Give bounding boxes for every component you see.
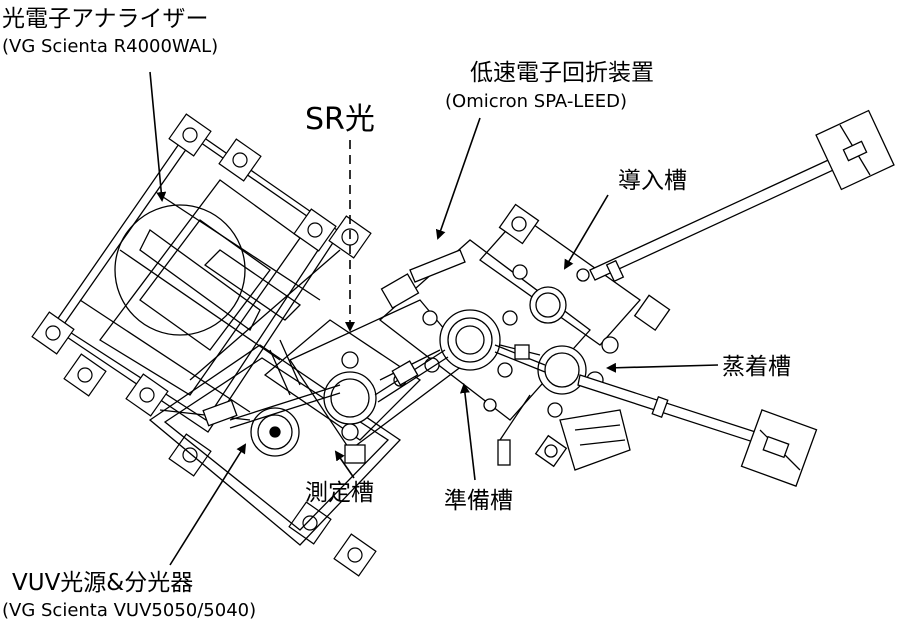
beam-line bbox=[229, 344, 546, 429]
evaporation-arrow bbox=[606, 362, 719, 373]
loadlock-arrow bbox=[563, 194, 609, 270]
leed-arrow bbox=[435, 117, 481, 240]
transfer-rod-lower bbox=[577, 374, 818, 487]
vuv-arrow bbox=[169, 443, 247, 566]
loadlock-label: 導入槽 bbox=[618, 168, 687, 194]
transfer-rod-upper bbox=[589, 109, 895, 283]
loadlock-chamber-drawing bbox=[479, 203, 671, 354]
sr-label: SR光 bbox=[305, 102, 375, 137]
preparation-arrow bbox=[459, 383, 476, 481]
analyzer-model-label: (VG Scienta R4000WAL) bbox=[2, 36, 219, 57]
measurement-label: 測定槽 bbox=[305, 480, 374, 506]
vuv-model-label: (VG Scienta VUV5050/5040) bbox=[2, 600, 257, 621]
vuv-name-label: VUV光源&分光器 bbox=[12, 570, 194, 596]
measurement-chamber-drawing bbox=[263, 299, 471, 464]
leed-model-label: (Omicron SPA-LEED) bbox=[445, 91, 627, 112]
analyzer-name-label: 光電子アナライザー bbox=[2, 6, 209, 32]
pointer-arrows bbox=[149, 71, 719, 566]
evaporation-label: 蒸着槽 bbox=[722, 354, 791, 380]
analyzer-mounting-feet bbox=[31, 113, 377, 577]
measurement-arrow bbox=[334, 450, 355, 479]
leed-name-label: 低速電子回折装置 bbox=[470, 60, 654, 86]
analyzer-arrow bbox=[149, 71, 167, 202]
evaporation-chamber-drawing bbox=[534, 345, 631, 471]
vuv-frame bbox=[148, 344, 401, 546]
preparation-label: 準備槽 bbox=[444, 488, 513, 514]
